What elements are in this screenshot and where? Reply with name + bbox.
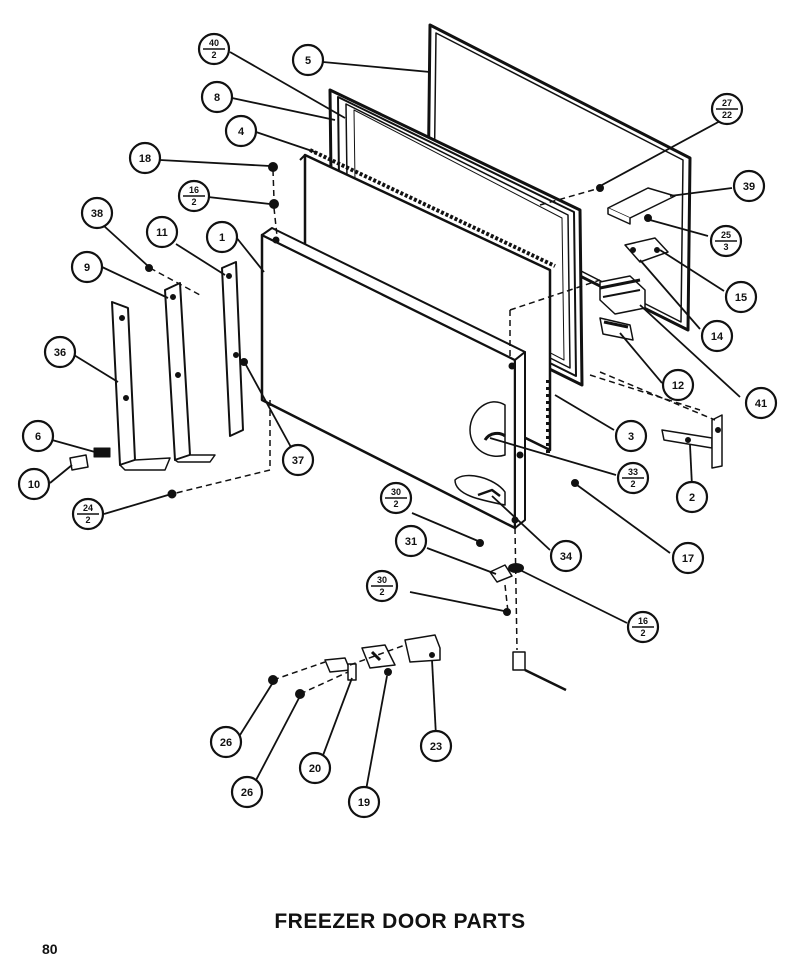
callout-40-top: 40 — [209, 38, 219, 48]
callout-9: 9 — [84, 262, 90, 274]
door-side-bracket-9 — [164, 282, 216, 463]
callout-38: 38 — [91, 208, 103, 220]
callout-12: 12 — [672, 380, 684, 392]
callout-10: 10 — [28, 479, 40, 491]
hinge-pin-assembly — [512, 651, 567, 692]
page-number: 80 — [42, 941, 58, 957]
callout-1: 1 — [219, 232, 225, 244]
door-side-bracket-11 — [221, 261, 244, 437]
callout-24-top: 24 — [83, 503, 93, 513]
callout-2: 2 — [689, 492, 695, 504]
callout-bubbles — [17, 32, 778, 819]
clip-part-6 — [93, 447, 111, 458]
callout-27-top: 27 — [722, 98, 732, 108]
callout-34: 34 — [560, 551, 573, 563]
callout-39: 39 — [743, 181, 755, 193]
callout-6: 6 — [35, 431, 41, 443]
callout-14: 14 — [711, 331, 724, 343]
callout-24-bottom: 2 — [85, 515, 90, 525]
callout-26b: 26 — [241, 787, 253, 799]
assembly-lines-left — [149, 169, 278, 495]
callout-15: 15 — [735, 292, 747, 304]
callout-31: 31 — [405, 536, 417, 548]
diagram-title: FREEZER DOOR PARTS — [274, 910, 526, 933]
screw-part-25 — [644, 214, 652, 222]
channel-part-12 — [599, 317, 634, 341]
callout-36: 36 — [54, 347, 66, 359]
callout-16b-bottom: 2 — [640, 628, 645, 638]
callout-17: 17 — [682, 553, 694, 565]
handle-block-41 — [599, 275, 646, 315]
screw-part-30-bottom — [503, 608, 511, 616]
callout-30b-top: 30 — [377, 575, 387, 585]
callout-16a-top: 16 — [189, 185, 199, 195]
callout-3: 3 — [628, 431, 634, 443]
callout-23: 23 — [430, 741, 442, 753]
callout-25-bottom: 3 — [723, 242, 728, 252]
assembly-lines-bottom — [272, 644, 406, 695]
callout-37: 37 — [292, 455, 304, 467]
callout-8: 8 — [214, 92, 220, 104]
bracket-part-2 — [661, 414, 723, 469]
callout-26a: 26 — [220, 737, 232, 749]
callout-16b-top: 16 — [638, 616, 648, 626]
bottom-hinge-23 — [361, 634, 441, 669]
screw-part-16-top — [269, 199, 279, 209]
callout-27-bottom: 22 — [722, 110, 732, 120]
screw-part-30-top — [476, 539, 484, 547]
callout-25-top: 25 — [721, 230, 731, 240]
callout-33-top: 33 — [628, 467, 638, 477]
assembly-lines-right — [504, 187, 716, 651]
hinge-bracket-15 — [624, 237, 669, 263]
callout-5: 5 — [305, 55, 311, 67]
callout-40-bottom: 2 — [211, 50, 216, 60]
screw-part-19 — [384, 668, 392, 676]
screw-part-37 — [240, 358, 248, 366]
washer-part-16-bottom — [508, 563, 524, 573]
callout-20: 20 — [309, 763, 321, 775]
callout-11: 11 — [156, 227, 168, 239]
callout-19: 19 — [358, 797, 370, 809]
door-side-bracket-36 — [111, 301, 171, 471]
callout-30a-bottom: 2 — [393, 499, 398, 509]
plate-part-10 — [69, 454, 89, 471]
callout-16a-bottom: 2 — [191, 197, 196, 207]
screw-part-17 — [571, 479, 579, 487]
callout-30b-bottom: 2 — [379, 587, 384, 597]
hinge-part-31 — [489, 564, 513, 583]
callout-18: 18 — [139, 153, 151, 165]
callout-4: 4 — [238, 126, 245, 138]
plug-part-18-top — [268, 162, 278, 172]
fraction-dividers — [77, 48, 738, 628]
leader-lines — [49, 51, 741, 791]
callout-30a-top: 30 — [391, 487, 401, 497]
callout-33-bottom: 2 — [630, 479, 635, 489]
callout-41: 41 — [755, 398, 767, 410]
hinge-part-20 — [324, 657, 357, 681]
